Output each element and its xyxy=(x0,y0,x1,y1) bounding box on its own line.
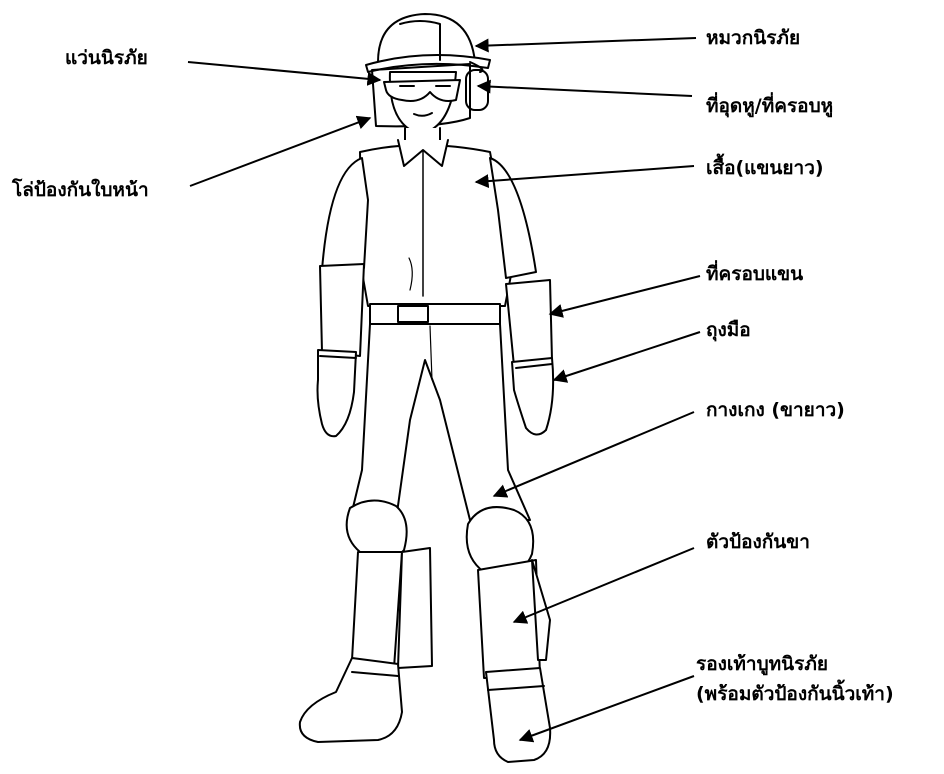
arrow-safety-glasses xyxy=(188,62,380,80)
arrow-arm-guard xyxy=(550,276,700,314)
label-long-sleeve-shirt: เสื้อ(แขนยาว) xyxy=(706,156,824,180)
label-safety-glasses: แว่นนิรภัย xyxy=(65,46,148,70)
label-leg-guard: ตัวป้องกันขา xyxy=(706,530,810,554)
label-long-pants: กางเกง (ขายาว) xyxy=(706,398,845,422)
boot-shape-left xyxy=(300,658,402,742)
arrow-gloves xyxy=(554,332,700,380)
label-helmet: หมวกนิรภัย xyxy=(706,26,800,50)
label-gloves: ถุงมือ xyxy=(706,318,751,342)
shirt-shape xyxy=(360,145,512,306)
label-arm-guard: ที่ครอบแขน xyxy=(706,262,803,286)
pants-shape xyxy=(350,324,530,520)
label-safety-boots-line2: (พร้อมตัวป้องกันนิ้วเท้า) xyxy=(696,682,894,706)
arrow-helmet xyxy=(476,38,696,46)
arrow-leg-guard xyxy=(514,548,694,622)
arm-guard-shape xyxy=(506,280,552,366)
label-ear-protection: ที่อุดหู/ที่ครอบหู xyxy=(706,94,833,118)
belt-shape xyxy=(370,304,500,324)
label-safety-boots-line1: รองเท้าบูทนิรภัย xyxy=(696,652,828,676)
leg-guard-shape-left xyxy=(347,500,407,559)
arrow-ear-protection xyxy=(478,86,692,96)
label-face-shield: โล่ป้องกันใบหน้า xyxy=(12,178,149,202)
boot-shape-right xyxy=(486,668,550,762)
glasses-shape xyxy=(384,80,460,101)
